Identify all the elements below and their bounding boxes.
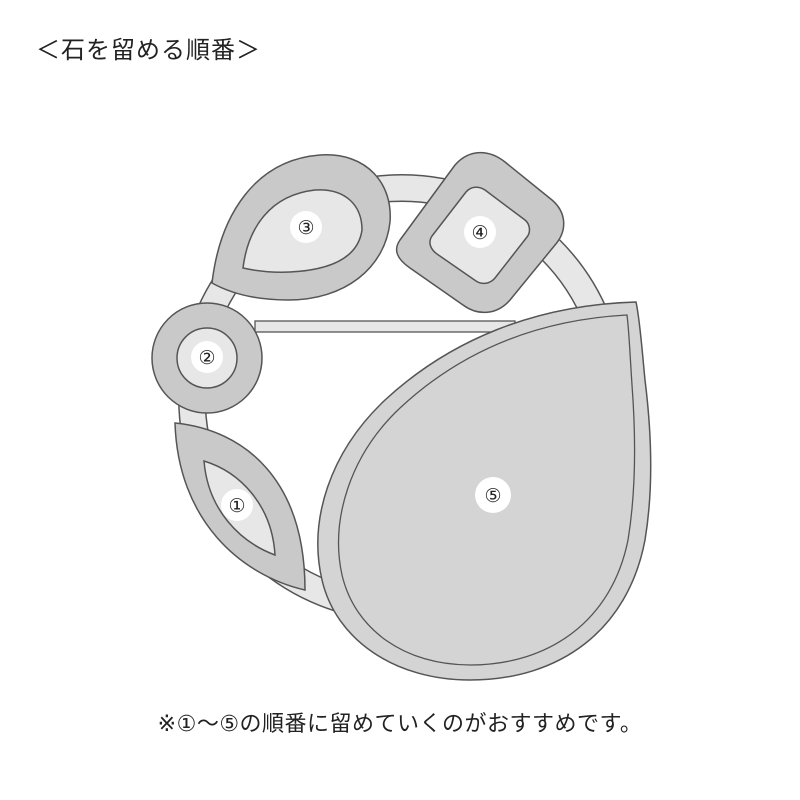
page-title: ＜石を留める順番＞ <box>36 36 261 64</box>
stone-label-5: ⑤ <box>484 485 501 507</box>
stone-marker-2: ② <box>191 341 223 373</box>
stone-marker-4: ④ <box>464 216 496 248</box>
stone-marker-5: ⑤ <box>475 477 511 513</box>
ordering-note: ※①〜⑤の順番に留めていくのがおすすめです。 <box>157 712 643 737</box>
stone-label-1: ① <box>228 495 245 517</box>
stone-label-3: ③ <box>297 217 314 239</box>
stone-label-4: ④ <box>471 222 488 244</box>
pin-bar <box>254 320 516 333</box>
stone-marker-1: ① <box>221 489 253 521</box>
stone-marker-3: ③ <box>290 211 322 243</box>
stone-label-2: ② <box>198 347 215 369</box>
